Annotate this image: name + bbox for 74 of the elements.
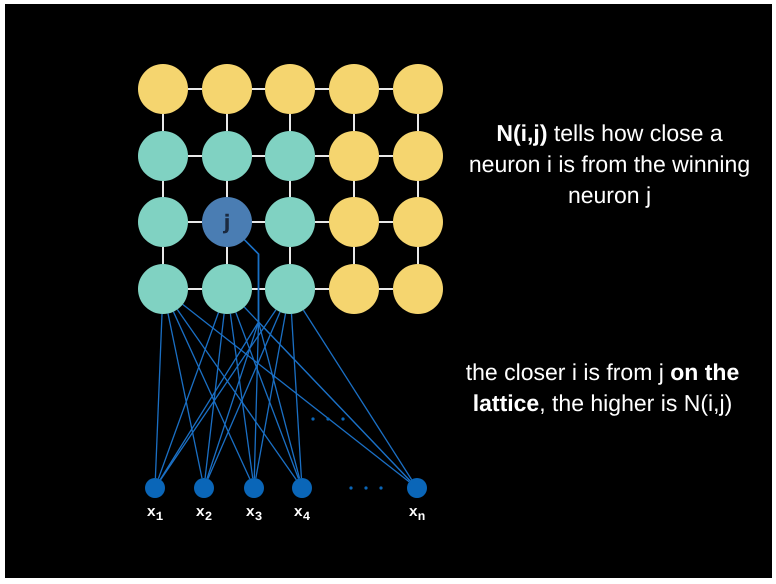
lattice-link bbox=[315, 288, 329, 290]
lattice-link bbox=[226, 181, 228, 197]
explanation-text: the closer i is from j on the lattice, the higher is N(i,j) bbox=[464, 358, 740, 418]
lattice-link bbox=[417, 247, 419, 264]
neuron-circle bbox=[393, 197, 443, 247]
connection-line bbox=[255, 313, 286, 478]
lattice-link bbox=[252, 88, 265, 90]
neuron-circle bbox=[138, 64, 188, 114]
connection-line bbox=[302, 310, 412, 480]
lattice-link bbox=[315, 221, 329, 223]
lattice-link bbox=[252, 288, 265, 290]
neuron-circle bbox=[393, 264, 443, 314]
lattice-link bbox=[353, 247, 355, 264]
lattice-link bbox=[379, 221, 393, 223]
neuron-circle bbox=[265, 131, 315, 181]
neuron-circle bbox=[138, 131, 188, 181]
lattice-link bbox=[162, 114, 164, 131]
neuron-circle bbox=[202, 64, 252, 114]
connection-line bbox=[172, 311, 250, 480]
lattice-link bbox=[379, 88, 393, 90]
neuron-circle bbox=[329, 264, 379, 314]
neuron-circle bbox=[329, 64, 379, 114]
neuron-circle bbox=[265, 264, 315, 314]
lattice-link bbox=[162, 181, 164, 197]
lattice-link bbox=[289, 114, 291, 131]
lattice-link bbox=[188, 221, 202, 223]
lattice-link bbox=[289, 181, 291, 197]
lattice-link bbox=[417, 114, 419, 131]
connection-line bbox=[204, 314, 225, 478]
winning-neuron-circle bbox=[202, 197, 252, 247]
input-label: x$_{2}$ bbox=[196, 504, 212, 524]
connection-line bbox=[182, 304, 410, 482]
connection-line bbox=[158, 312, 220, 479]
lattice-link bbox=[353, 114, 355, 131]
neuron-circle bbox=[393, 64, 443, 114]
connection-line bbox=[160, 309, 277, 480]
lattice-link bbox=[188, 88, 202, 90]
node-label: j bbox=[224, 210, 230, 234]
neuron-circle bbox=[265, 197, 315, 247]
explanation-text: N(i,j) tells how close a neuron i is from the winning neuron j bbox=[468, 119, 752, 210]
input-label: x$_{3}$ bbox=[246, 504, 262, 524]
input-label: x$_{1}$ bbox=[146, 504, 164, 524]
connection-line bbox=[154, 314, 163, 478]
lattice-link bbox=[252, 155, 265, 157]
neuron-circle bbox=[138, 264, 188, 314]
lattice-link bbox=[226, 247, 228, 264]
input-label: x$_{n}$ bbox=[408, 504, 426, 524]
connection-line bbox=[176, 309, 297, 480]
input-label: x$_{4}$ bbox=[294, 504, 310, 524]
lattice-link bbox=[162, 247, 164, 264]
lattice-link bbox=[315, 88, 329, 90]
lattice-link bbox=[188, 155, 202, 157]
connection-line bbox=[244, 239, 411, 482]
lattice-link bbox=[226, 114, 228, 131]
neuron-circle bbox=[138, 197, 188, 247]
neuron-circle bbox=[202, 131, 252, 181]
connection-line bbox=[207, 312, 281, 480]
lattice-link bbox=[417, 181, 419, 197]
connection-line bbox=[167, 313, 203, 478]
neuron-circle bbox=[329, 131, 379, 181]
neuron-circle bbox=[329, 197, 379, 247]
lattice-link bbox=[379, 288, 393, 290]
lattice-link bbox=[252, 221, 265, 223]
lattice-link bbox=[315, 155, 329, 157]
neuron-circle bbox=[202, 264, 252, 314]
connection-line bbox=[230, 314, 254, 478]
neuron-circle bbox=[265, 64, 315, 114]
lattice-link bbox=[188, 288, 202, 290]
neuron-circle bbox=[393, 131, 443, 181]
lattice-link bbox=[379, 155, 393, 157]
connection-line bbox=[290, 314, 302, 478]
lattice-link bbox=[289, 247, 291, 264]
connection-line bbox=[235, 312, 300, 479]
lattice-link bbox=[353, 181, 355, 197]
